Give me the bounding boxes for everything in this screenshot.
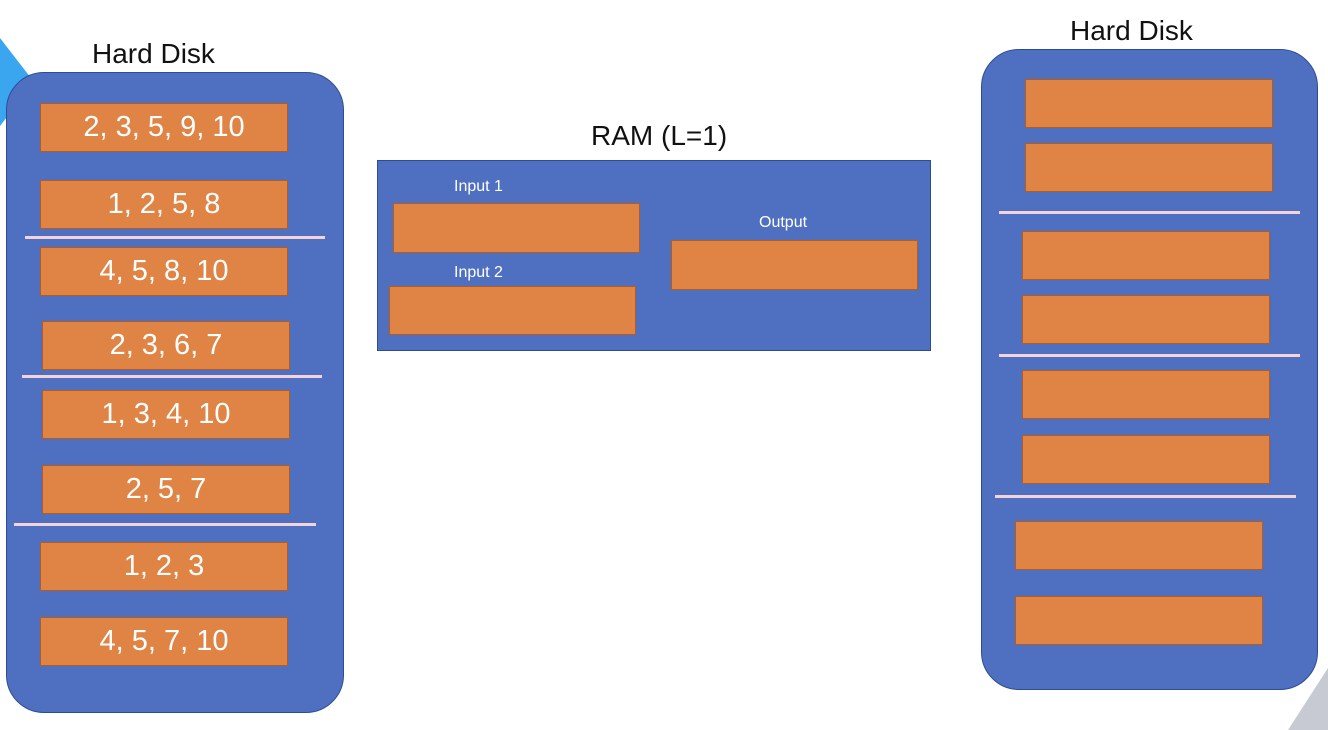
right-disk-block (1025, 79, 1273, 128)
left-disk-block: 1, 2, 5, 8 (40, 180, 288, 229)
left-disk-block: 2, 3, 6, 7 (42, 321, 290, 370)
run-divider (999, 354, 1300, 357)
input1-label: Input 1 (454, 178, 503, 195)
input1-buffer (393, 203, 640, 253)
left-disk-block: 2, 3, 5, 9, 10 (40, 103, 288, 152)
output-label: Output (759, 214, 808, 231)
run-divider (25, 236, 325, 239)
right-disk-block (1025, 143, 1273, 192)
left-disk-block: 4, 5, 7, 10 (40, 617, 288, 666)
right-disk-block (1022, 231, 1270, 280)
left-disk-title: Hard Disk (92, 38, 215, 69)
ram-title: RAM (L=1) (591, 120, 728, 151)
right-disk-block (1015, 521, 1263, 570)
left-disk-block: 2, 5, 7 (42, 465, 290, 514)
input2-label: Input 2 (454, 264, 503, 281)
right-disk-block (1022, 295, 1270, 344)
left-disk-block: 1, 2, 3 (40, 542, 288, 591)
run-divider (999, 211, 1300, 214)
input2-buffer (389, 286, 636, 335)
run-divider (22, 375, 322, 378)
right-disk-block (1022, 370, 1270, 419)
left-disk-block: 1, 3, 4, 10 (42, 390, 290, 439)
right-disk-block (1015, 596, 1263, 645)
run-divider (995, 495, 1296, 498)
output-buffer (671, 240, 918, 290)
run-divider (14, 523, 316, 526)
right-disk-title: Hard Disk (1070, 15, 1193, 46)
left-disk-block: 4, 5, 8, 10 (40, 247, 288, 296)
right-disk-block (1022, 435, 1270, 484)
